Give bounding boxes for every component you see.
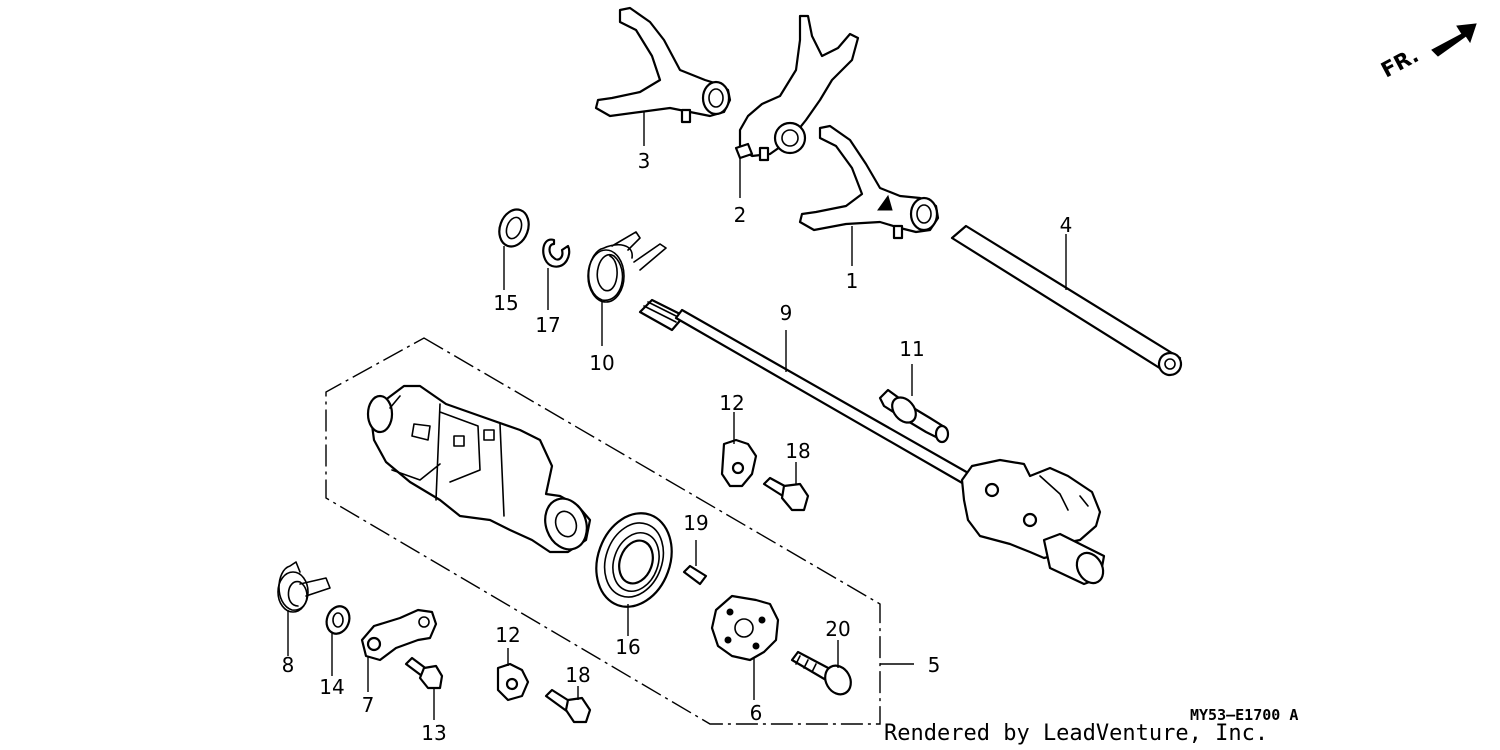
bolt-18-upper [762, 476, 810, 512]
callout-18-upper: 18 [785, 439, 810, 463]
callout-4: 4 [1060, 213, 1073, 237]
assembly-boundary [325, 337, 881, 725]
callout-6: 6 [750, 701, 763, 725]
front-direction-indicator: FR. [1377, 23, 1477, 82]
washer-15 [498, 208, 530, 248]
diagram-code: MY53–E1700 A [1190, 706, 1298, 724]
stopper-plate-12-upper [720, 438, 758, 488]
callout-14: 14 [319, 675, 344, 699]
callout-12-lower: 12 [495, 623, 520, 647]
callout-labels: 1 2 3 4 5 6 7 8 9 10 11 12 12 13 14 15 1… [282, 149, 1073, 745]
callout-16: 16 [615, 635, 640, 659]
callout-15: 15 [493, 291, 518, 315]
direction-label: FR. [1377, 43, 1423, 82]
leader-lines [287, 112, 1067, 720]
fork-shaft-4 [950, 224, 1183, 377]
callout-18-lower: 18 [565, 663, 590, 687]
callout-10: 10 [589, 351, 614, 375]
shift-spindle-9 [638, 298, 1106, 586]
callout-3: 3 [638, 149, 651, 173]
callout-1: 1 [846, 269, 859, 293]
shift-fork-2 [734, 14, 860, 162]
shift-fork-1 [798, 124, 940, 240]
pin-11 [878, 388, 950, 444]
dowel-pin-19 [682, 564, 708, 586]
bolt-20 [790, 650, 852, 696]
front-arrow-icon [1431, 23, 1477, 57]
bolt-18-lower [544, 688, 592, 724]
callout-8: 8 [282, 653, 295, 677]
stopper-arm-7 [360, 608, 438, 662]
callout-5: 5 [928, 653, 941, 677]
shift-drum [366, 384, 592, 554]
bolt-13 [404, 656, 444, 690]
callout-19: 19 [683, 511, 708, 535]
callout-9: 9 [780, 301, 793, 325]
callout-7: 7 [362, 693, 375, 717]
shift-fork-3 [594, 6, 732, 124]
callout-13: 13 [421, 721, 446, 745]
credit-text: Rendered by LeadVenture, Inc. [884, 721, 1268, 746]
stopper-plate-12-lower [496, 662, 530, 702]
callout-11: 11 [899, 337, 924, 361]
callout-20: 20 [825, 617, 850, 641]
spring-10 [587, 231, 667, 303]
callout-12-upper: 12 [719, 391, 744, 415]
spring-8 [277, 561, 331, 613]
bearing-16 [595, 512, 673, 608]
shift-drum-center-6 [710, 594, 780, 662]
circlip-17 [542, 238, 571, 268]
washer-14 [325, 605, 351, 635]
callout-2: 2 [734, 203, 747, 227]
callout-17: 17 [535, 313, 560, 337]
